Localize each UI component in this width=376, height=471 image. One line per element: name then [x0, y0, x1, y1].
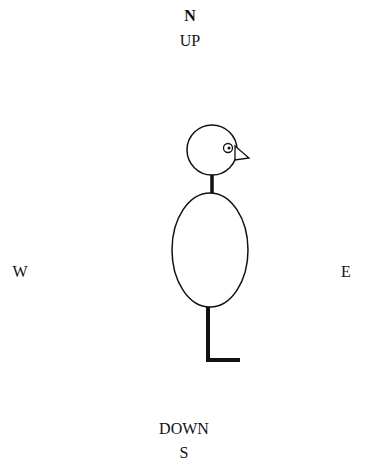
bird-pupil	[228, 147, 231, 150]
compass-east: E	[341, 264, 351, 280]
bird-body	[172, 193, 248, 307]
bird-head	[187, 125, 237, 175]
direction-down: DOWN	[159, 421, 209, 437]
compass-west: W	[12, 264, 27, 280]
direction-up: UP	[180, 33, 200, 49]
bird-beak	[235, 146, 249, 160]
bird-neck	[210, 175, 214, 193]
bird-leg	[208, 307, 240, 360]
bird-eye	[224, 144, 233, 153]
compass-south: S	[180, 445, 189, 461]
compass-north: N	[184, 8, 196, 24]
